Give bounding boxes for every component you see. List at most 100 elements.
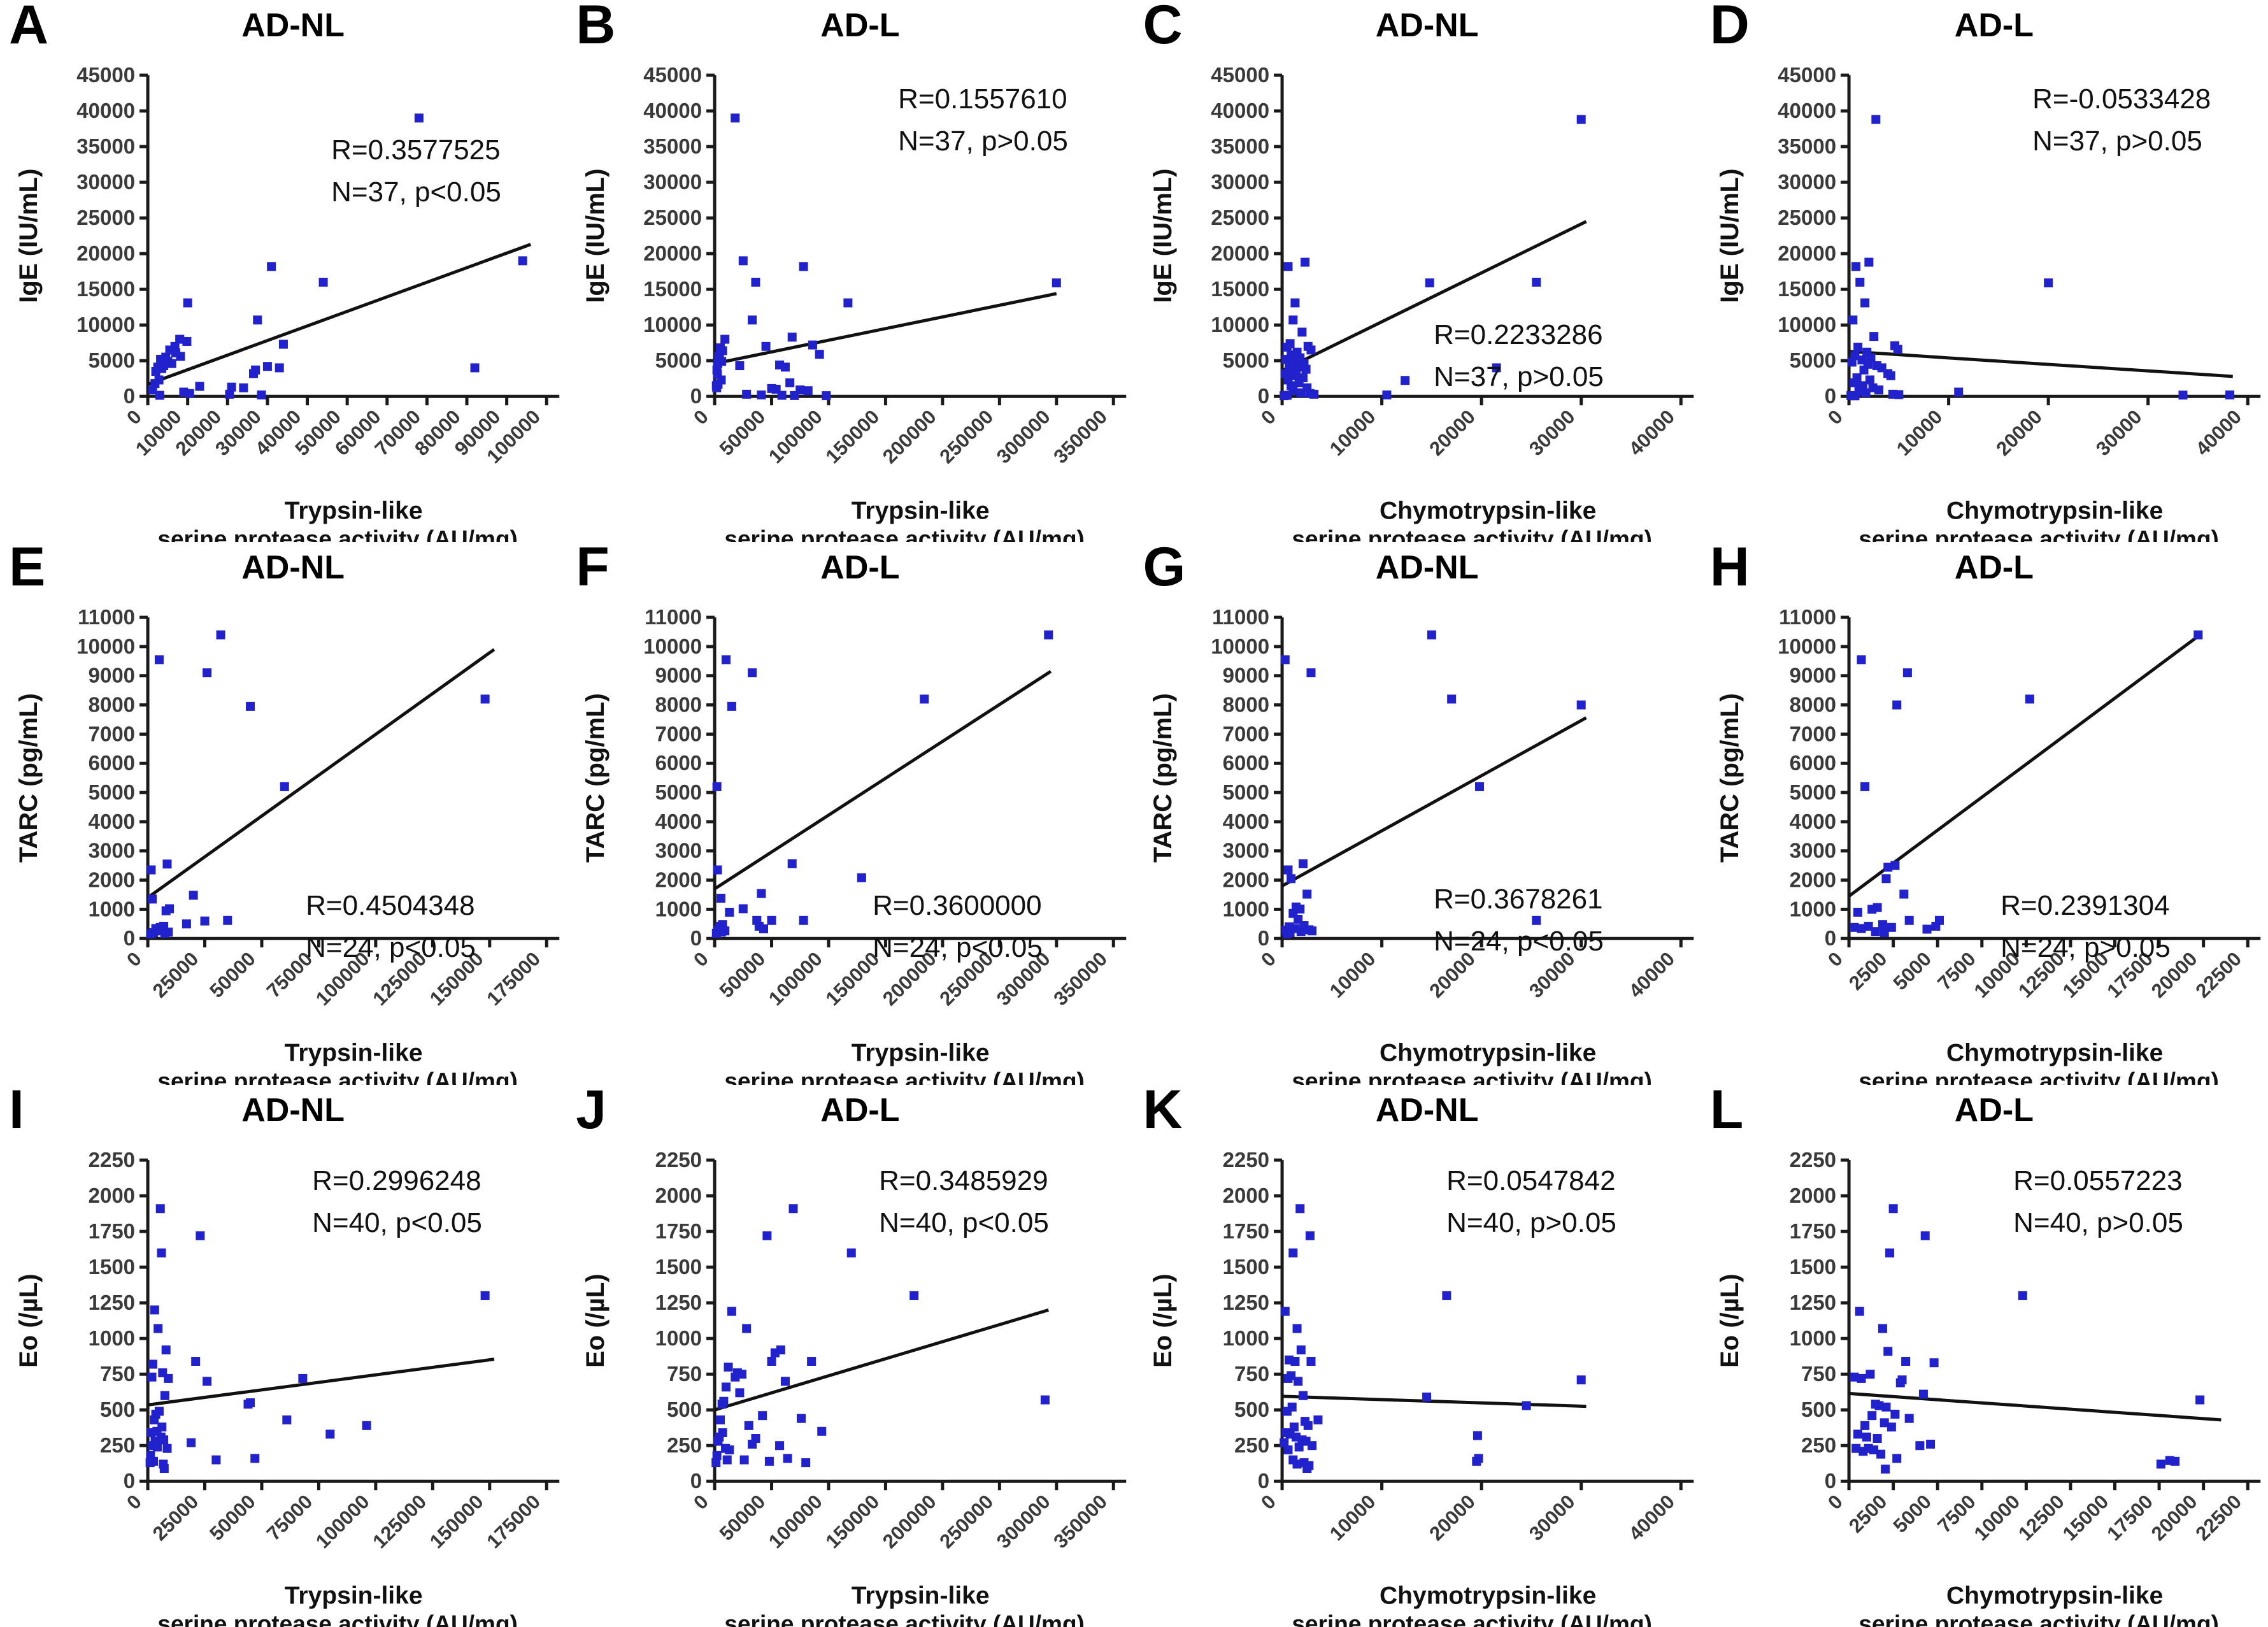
data-point	[1925, 1439, 1935, 1449]
data-point	[1872, 1433, 1882, 1443]
data-point	[187, 1438, 196, 1447]
data-point	[790, 391, 799, 400]
data-point	[1869, 332, 1878, 341]
x-axis-label-line1: Trypsin-like	[852, 1582, 990, 1609]
data-point	[1422, 1392, 1431, 1401]
data-point	[1848, 315, 1858, 325]
y-tick-label: 1500	[1789, 1255, 1836, 1279]
data-point	[1576, 1375, 1586, 1384]
y-tick-label: 3000	[655, 839, 702, 863]
y-tick-label: 3000	[1789, 839, 1836, 863]
scatter-points	[711, 113, 1062, 401]
x-axis-label-line1: Trypsin-like	[285, 1582, 423, 1609]
data-point	[1857, 655, 1866, 664]
x-axis-label-line2: serine protease activity (AU/mg)	[725, 1068, 1085, 1085]
data-point	[781, 362, 790, 372]
y-tick-label: 15000	[1211, 277, 1269, 301]
data-point	[722, 1382, 731, 1391]
data-point	[1849, 378, 1858, 387]
data-point	[1293, 1377, 1302, 1386]
data-point	[1883, 863, 1893, 872]
x-axis-label-line1: Chymotrypsin-like	[1380, 497, 1596, 524]
x-tick-label: 0	[1257, 1490, 1280, 1514]
data-point	[1295, 905, 1304, 914]
y-tick-label: 20000	[1778, 241, 1836, 265]
data-point	[1297, 327, 1306, 337]
data-point	[1888, 1203, 1898, 1213]
data-point	[150, 1305, 159, 1315]
data-point	[1291, 371, 1301, 380]
data-point	[799, 262, 808, 271]
x-tick-label: 20000	[171, 405, 226, 460]
panel-letter: G	[1143, 536, 1186, 598]
y-tick-label: 40000	[1211, 99, 1269, 122]
data-point	[325, 1429, 335, 1438]
data-point	[1867, 905, 1876, 914]
data-point	[1296, 1345, 1306, 1354]
data-point	[799, 916, 808, 926]
y-tick-label: 1000	[1222, 1326, 1269, 1350]
annotation-n: N=24, p<0.05	[873, 933, 1043, 964]
annotation-n: N=24, p<0.05	[306, 933, 476, 964]
x-tick-label: 75000	[262, 1490, 317, 1545]
x-axis-label-line1: Trypsin-like	[852, 497, 990, 524]
data-point	[757, 390, 766, 399]
data-point	[1309, 389, 1318, 399]
data-point	[1886, 1422, 1896, 1431]
data-point	[1531, 916, 1541, 926]
data-point	[711, 929, 722, 938]
y-tick-label: 10000	[644, 313, 703, 336]
x-tick-label: 70000	[371, 405, 425, 460]
data-point	[203, 1377, 212, 1386]
y-tick-label: 8000	[655, 693, 702, 717]
x-tick-label: 22500	[2191, 948, 2246, 1003]
data-point	[785, 378, 795, 387]
y-tick-label: 45000	[1778, 63, 1836, 87]
x-tick-label: 10000	[131, 405, 186, 460]
data-point	[817, 1426, 827, 1436]
x-tick-label: 30000	[1524, 405, 1579, 460]
regression-line	[1281, 220, 1587, 373]
y-tick-label: 5000	[1222, 348, 1269, 372]
panel-letter: L	[1709, 1079, 1744, 1140]
data-point	[2018, 1291, 2027, 1300]
data-point	[822, 391, 831, 401]
y-tick-label: 3000	[1222, 839, 1269, 863]
y-tick-label: 2000	[89, 1184, 135, 1207]
data-point	[847, 1248, 857, 1258]
data-point	[1292, 1324, 1302, 1333]
y-tick-label: 15000	[644, 277, 703, 301]
y-tick-label: 11000	[645, 605, 702, 629]
data-point	[1904, 916, 1914, 926]
panel-letter: F	[576, 536, 610, 598]
data-point	[148, 894, 157, 904]
y-tick-label: 1000	[1222, 898, 1269, 921]
data-point	[787, 333, 797, 342]
y-tick-label: 5000	[1789, 780, 1836, 804]
y-tick-label: 5000	[89, 780, 135, 804]
annotation-n: N=37, p>0.05	[898, 125, 1068, 157]
x-tick-label: 40000	[1624, 948, 1679, 1003]
regression-line	[714, 1308, 1050, 1412]
data-point	[145, 1458, 155, 1467]
data-point	[189, 891, 198, 900]
data-point	[1851, 1444, 1860, 1453]
x-tick-label: 0	[1257, 948, 1280, 971]
data-point	[470, 363, 480, 373]
x-axis-label-line1: Chymotrypsin-like	[1946, 1582, 2163, 1609]
data-point	[1929, 1358, 1939, 1367]
annotation-n: N=24, p>0.05	[2001, 933, 2171, 964]
x-tick-label: 40000	[251, 405, 306, 460]
x-tick-label: 0	[1257, 405, 1280, 429]
y-tick-label: 0	[690, 927, 702, 950]
data-point	[1915, 1440, 1925, 1450]
data-point	[748, 1439, 757, 1449]
y-tick-label: 15000	[76, 277, 135, 301]
x-axis-label-line2: serine protease activity (AU/mg)	[1292, 526, 1651, 542]
y-axis-label: IgE (IU/mL)	[1716, 169, 1744, 303]
